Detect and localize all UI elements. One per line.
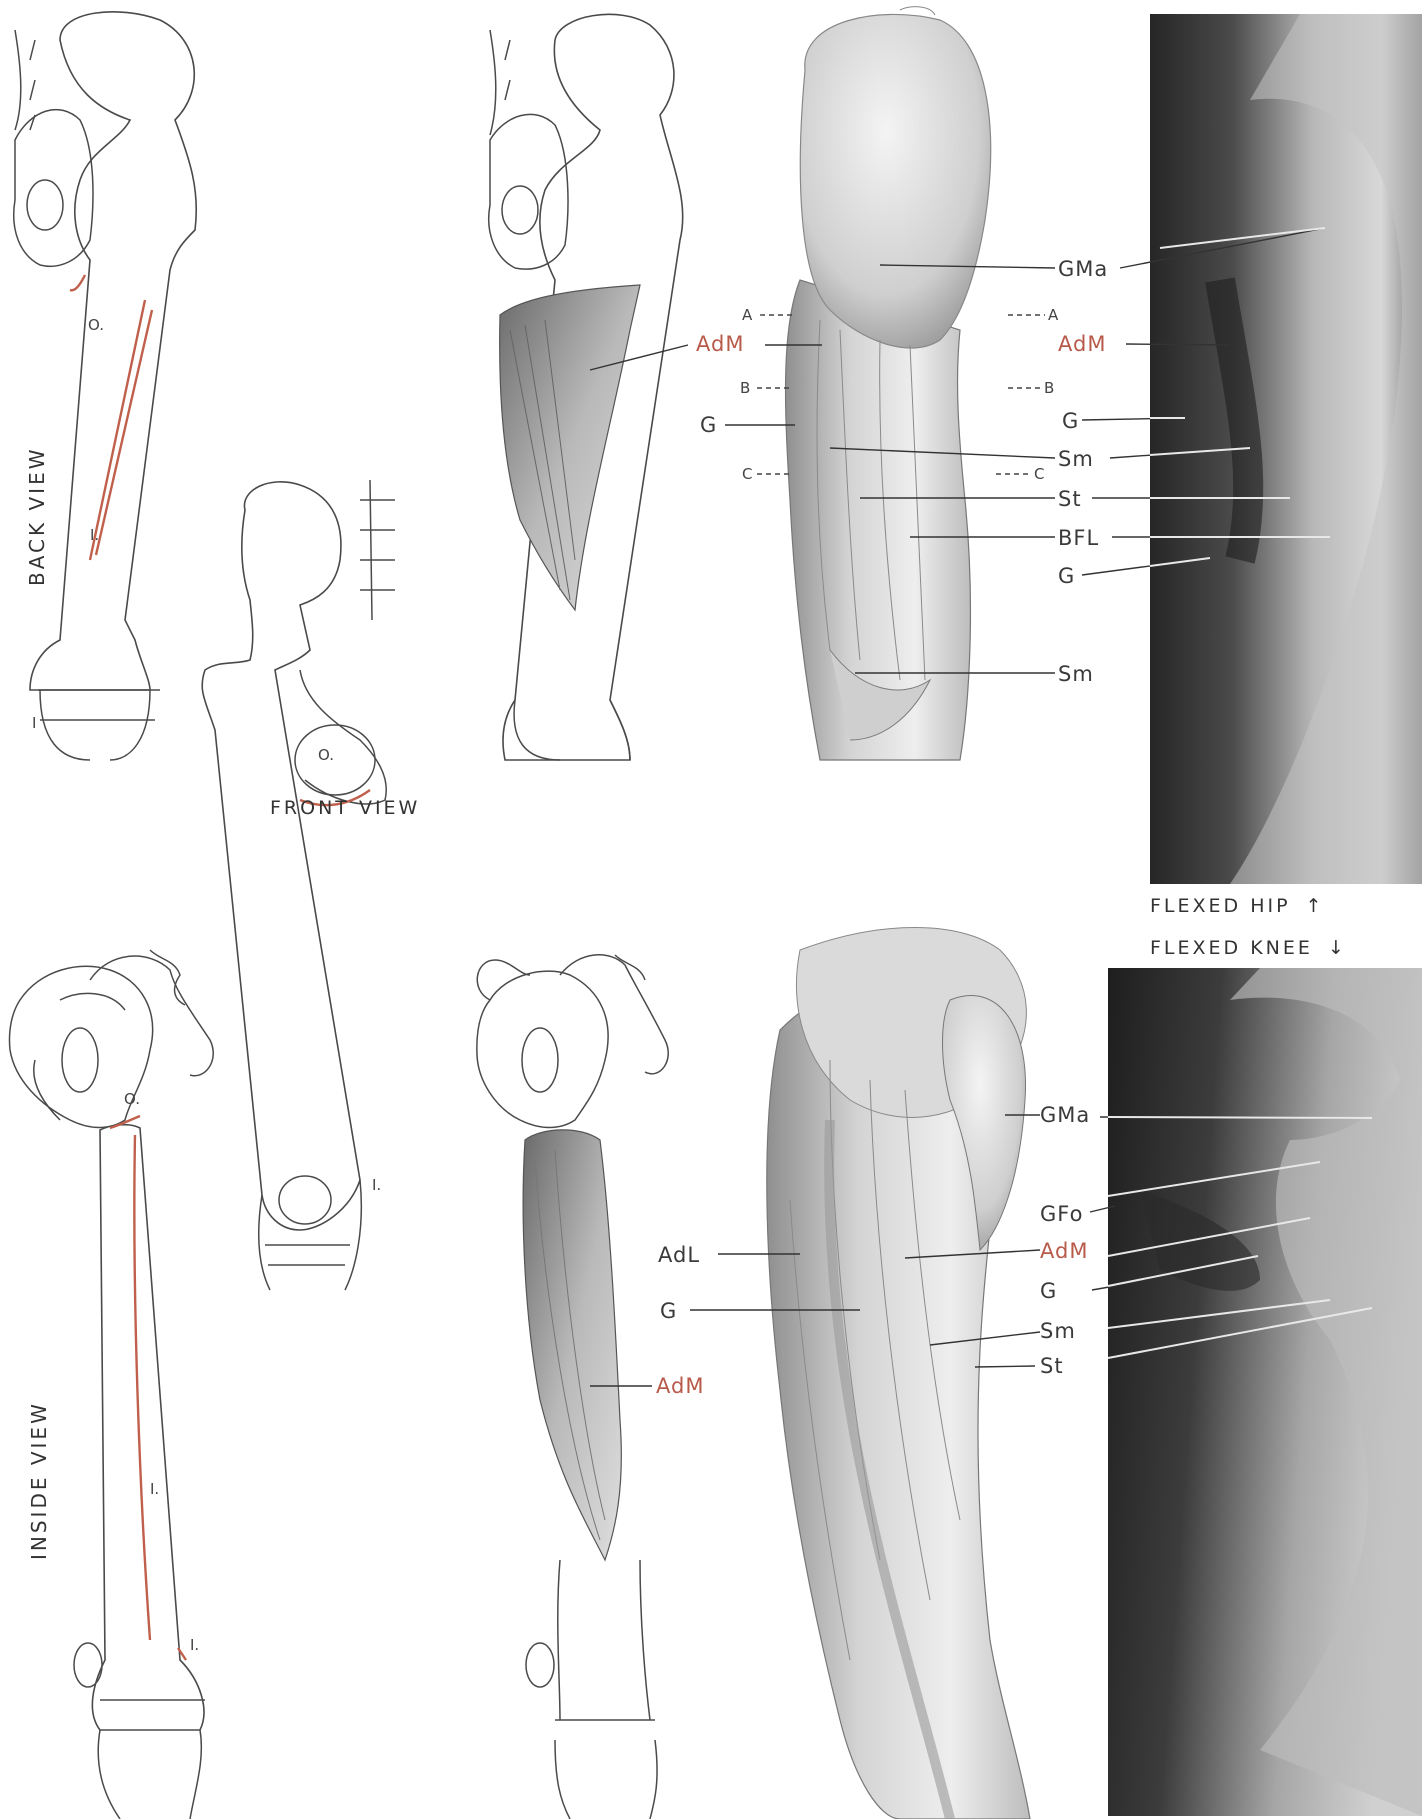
caption-flexed-knee-text: FLEXED KNEE — [1150, 937, 1313, 959]
front-view-label: FRONT VIEW — [270, 797, 420, 819]
upper-label-a: A — [742, 306, 753, 324]
upper-label-a-right: A — [1048, 306, 1059, 324]
lower-photo — [1108, 968, 1422, 1816]
caption-flexed-knee: FLEXED KNEE ↓ — [1150, 937, 1347, 959]
upper-label-b-right: B — [1044, 379, 1054, 397]
inside-view-femur — [9, 950, 213, 1819]
upper-label-b: B — [740, 379, 750, 397]
caption-flexed-hip: FLEXED HIP ↑ — [1150, 895, 1325, 917]
lower-label-g-right: G — [1040, 1279, 1057, 1303]
lower-label-adl: AdL — [658, 1243, 700, 1267]
lower-label-adm-right: AdM — [1040, 1239, 1088, 1263]
inside-insertion-mark-1: I. — [150, 1480, 159, 1498]
lower-label-gma: GMa — [1040, 1103, 1090, 1127]
lower-label-st: St — [1040, 1354, 1064, 1378]
front-insertion-mark: I. — [372, 1176, 381, 1194]
upper-label-gma: GMa — [1058, 257, 1108, 281]
lower-label-adm: AdM — [656, 1374, 704, 1398]
up-arrow-icon: ↑ — [1306, 895, 1325, 917]
upper-label-c-right: C — [1034, 465, 1044, 483]
lower-thigh-drawing — [767, 928, 1030, 1819]
upper-label-sm: Sm — [1058, 447, 1094, 471]
leader-st-lower — [975, 1366, 1035, 1367]
upper-label-c: C — [742, 465, 752, 483]
back-origin-mark: O. — [88, 316, 104, 334]
lower-label-sm: Sm — [1040, 1319, 1076, 1343]
lower-label-g: G — [660, 1299, 677, 1323]
upper-label-g-right: G — [1062, 409, 1079, 433]
caption-flexed-hip-text: FLEXED HIP — [1150, 895, 1291, 917]
front-origin-mark: O. — [318, 746, 334, 764]
back-insertion-mark-1: I. — [90, 526, 99, 544]
upper-label-st: St — [1058, 487, 1082, 511]
back-view-femur — [14, 12, 197, 760]
photo-leader-gma-lower-w — [1108, 1117, 1372, 1118]
lower-label-gfo: GFo — [1040, 1202, 1083, 1226]
upper-photo — [1150, 14, 1422, 884]
back-view-label: BACK VIEW — [25, 447, 49, 586]
down-arrow-icon: ↓ — [1328, 937, 1347, 959]
inside-insertion-mark-2: I. — [190, 1636, 199, 1654]
upper-label-bfl: BFL — [1058, 526, 1099, 550]
photo-leader-adm — [1126, 344, 1230, 345]
upper-label-adm-right: AdM — [1058, 332, 1106, 356]
upper-hamstrings-drawing — [786, 7, 991, 760]
upper-label-adm: AdM — [696, 332, 744, 356]
upper-label-sm2: Sm — [1058, 662, 1094, 686]
inside-view-label: INSIDE VIEW — [27, 1401, 51, 1560]
back-insertion-mark-2: I — [32, 714, 36, 732]
inside-origin-mark: O. — [124, 1090, 140, 1108]
upper-label-g2: G — [1058, 564, 1075, 588]
front-view-femur — [202, 480, 395, 1290]
upper-adm-drawing — [489, 14, 683, 760]
upper-label-g: G — [700, 413, 717, 437]
lower-adm-drawing — [477, 955, 668, 1819]
